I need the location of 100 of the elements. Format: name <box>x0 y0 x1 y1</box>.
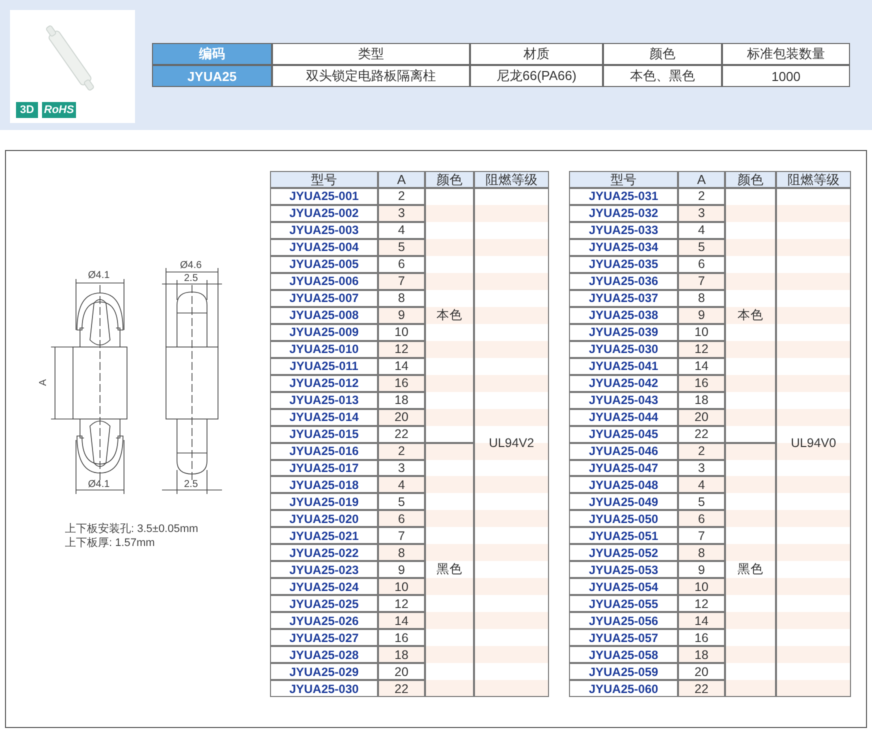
part-number: JYUA25-003 <box>270 222 378 239</box>
part-number: JYUA25-055 <box>569 595 678 612</box>
table-cell: 4 <box>678 476 725 494</box>
table-cell: 16 <box>378 374 425 392</box>
table-cell: 22 <box>378 426 425 443</box>
table-cell: 5 <box>378 238 425 256</box>
dimension-text: Ø4.1 <box>88 270 110 281</box>
table-cell: 7 <box>678 272 725 290</box>
table-cell-text: UL94V2 <box>488 434 536 452</box>
part-number: JYUA25-008 <box>270 306 378 324</box>
table-cell: 16 <box>678 374 725 392</box>
table-cell: 2 <box>378 442 425 460</box>
header-cell: 类型 <box>272 43 470 65</box>
table-cell: 20 <box>378 408 425 426</box>
table-cell: 18 <box>678 392 725 409</box>
header-cell: A <box>378 171 425 188</box>
table-cell: 18 <box>678 646 725 664</box>
part-number: JYUA25-016 <box>270 442 378 460</box>
part-number: JYUA25-059 <box>569 663 678 680</box>
table-cell: 14 <box>678 612 725 630</box>
table-cell: 5 <box>678 238 725 256</box>
table-cell: 4 <box>378 476 425 494</box>
part-number: JYUA25-027 <box>270 629 378 646</box>
table-cell: JYUA25 <box>152 65 272 87</box>
table-cell: 3 <box>678 460 725 476</box>
part-number: JYUA25-039 <box>569 324 678 341</box>
part-number: JYUA25-006 <box>270 272 378 290</box>
part-number: JYUA25-033 <box>569 222 678 239</box>
part-number: JYUA25-060 <box>569 680 678 698</box>
table-cell: 14 <box>378 358 425 375</box>
table-cell-text: UL94V0 <box>790 434 838 452</box>
part-number: JYUA25-004 <box>270 238 378 256</box>
part-number: JYUA25-026 <box>270 612 378 630</box>
table-cell-text: 本色 <box>736 306 764 324</box>
part-number: JYUA25-042 <box>569 374 678 392</box>
table-cell: 22 <box>678 680 725 698</box>
part-number: JYUA25-030 <box>270 680 378 698</box>
part-number: JYUA25-002 <box>270 204 378 222</box>
table-cell: 3 <box>378 460 425 476</box>
table-cell: 10 <box>678 578 725 596</box>
part-number: JYUA25-038 <box>569 306 678 324</box>
part-number: JYUA25-013 <box>270 392 378 409</box>
part-number: JYUA25-018 <box>270 476 378 494</box>
part-number: JYUA25-029 <box>270 663 378 680</box>
part-number: JYUA25-056 <box>569 612 678 630</box>
table-cell: 8 <box>678 290 725 307</box>
header-cell: 型号 <box>270 171 378 188</box>
table-cell: 5 <box>678 493 725 510</box>
header-cell: 型号 <box>569 171 678 188</box>
table-cell: 1000 <box>722 65 850 87</box>
part-number: JYUA25-043 <box>569 392 678 409</box>
table-cell: 9 <box>378 306 425 324</box>
table-cell: 3 <box>678 204 725 222</box>
table-cell-text: 黑色 <box>736 561 764 578</box>
table-cell: 18 <box>378 646 425 664</box>
part-number: JYUA25-052 <box>569 544 678 562</box>
table-cell: 本色、黑色 <box>603 65 722 87</box>
table-cell: 22 <box>378 680 425 698</box>
part-number: JYUA25-025 <box>270 595 378 612</box>
part-number: JYUA25-053 <box>569 561 678 578</box>
note-text: 上下板厚: 1.57mm <box>65 538 155 549</box>
part-number: JYUA25-058 <box>569 646 678 664</box>
part-number: JYUA25-009 <box>270 324 378 341</box>
part-number: JYUA25-017 <box>270 460 378 476</box>
table-cell: 6 <box>678 510 725 528</box>
part-number: JYUA25-015 <box>270 426 378 443</box>
table-cell: 22 <box>678 426 725 443</box>
header-cell: 编码 <box>152 43 272 65</box>
table-cell: 7 <box>378 527 425 544</box>
table-cell: 9 <box>678 306 725 324</box>
part-number: JYUA25-014 <box>270 408 378 426</box>
part-number: JYUA25-047 <box>569 460 678 476</box>
part-number: JYUA25-020 <box>270 510 378 528</box>
part-number: JYUA25-054 <box>569 578 678 596</box>
table-cell: 20 <box>678 663 725 680</box>
part-number: JYUA25-007 <box>270 290 378 307</box>
part-number: JYUA25-048 <box>569 476 678 494</box>
table-cell: 20 <box>378 663 425 680</box>
part-number: JYUA25-028 <box>270 646 378 664</box>
part-number: JYUA25-011 <box>270 358 378 375</box>
header-cell: A <box>678 171 725 188</box>
header-cell: 颜色 <box>425 171 474 188</box>
table-cell: 10 <box>378 578 425 596</box>
table-cell: 尼龙66(PA66) <box>470 65 603 87</box>
table-cell: 18 <box>378 392 425 409</box>
table-cell: 12 <box>378 340 425 358</box>
part-number: JYUA25-010 <box>270 340 378 358</box>
header-cell: 标准包装数量 <box>722 43 850 65</box>
table-cell: 8 <box>378 544 425 562</box>
part-number: JYUA25-037 <box>569 290 678 307</box>
part-number: JYUA25-051 <box>569 527 678 544</box>
part-number: JYUA25-001 <box>270 188 378 205</box>
table-cell: 16 <box>378 629 425 646</box>
part-number: JYUA25-041 <box>569 358 678 375</box>
part-number: JYUA25-034 <box>569 238 678 256</box>
part-number: JYUA25-036 <box>569 272 678 290</box>
part-number: JYUA25-046 <box>569 442 678 460</box>
part-number: JYUA25-021 <box>270 527 378 544</box>
table-cell-text: 黑色 <box>436 561 464 578</box>
table-cell: 9 <box>678 561 725 578</box>
